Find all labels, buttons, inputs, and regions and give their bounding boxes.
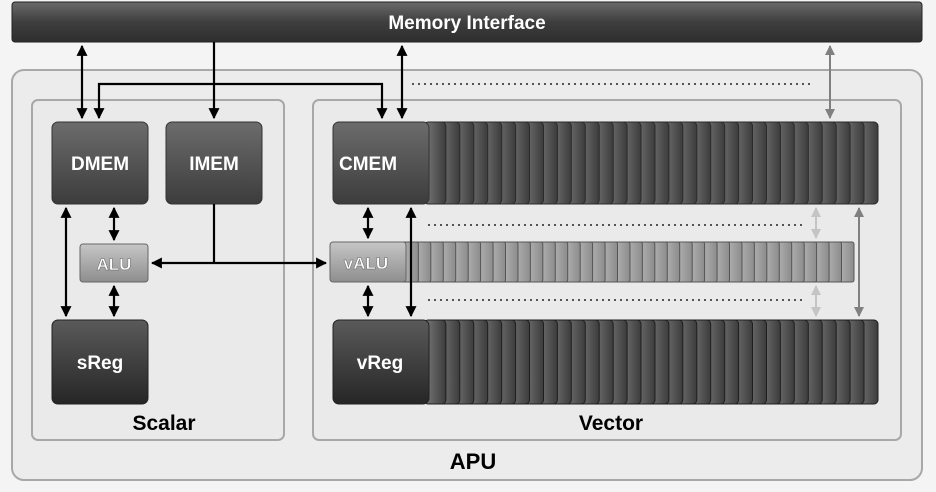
vreg-label: vReg	[357, 353, 403, 374]
imem-block: IMEM	[165, 121, 263, 205]
cmem-label: CMEM	[339, 154, 397, 175]
dmem-label: DMEM	[71, 154, 129, 175]
valu-label: vALU	[344, 254, 388, 273]
dmem-block: DMEM	[51, 121, 149, 205]
vreg-block: vReg	[332, 319, 430, 405]
memory-interface-bus: Memory Interface	[11, 1, 923, 43]
vreg-lane-stack	[423, 319, 879, 405]
apu-label: APU	[450, 449, 496, 474]
memory-interface-label: Memory Interface	[388, 13, 545, 34]
imem-label: IMEM	[189, 154, 239, 175]
sreg-label: sReg	[77, 353, 123, 374]
alu-block: ALU	[79, 243, 149, 283]
valu-lane-stack	[397, 241, 855, 283]
sreg-block: sReg	[51, 319, 149, 405]
connections	[60, 42, 417, 318]
cmem-block: CMEM	[332, 121, 430, 205]
arrow-dmem-cmem	[93, 82, 388, 120]
dotted-lines	[412, 83, 812, 301]
vector-label: Vector	[579, 412, 643, 435]
valu-block: vALU	[329, 241, 407, 283]
cmem-lane-stack	[423, 121, 879, 205]
lane-connections	[811, 45, 864, 317]
scalar-label: Scalar	[132, 412, 195, 435]
alu-label: ALU	[97, 255, 132, 274]
